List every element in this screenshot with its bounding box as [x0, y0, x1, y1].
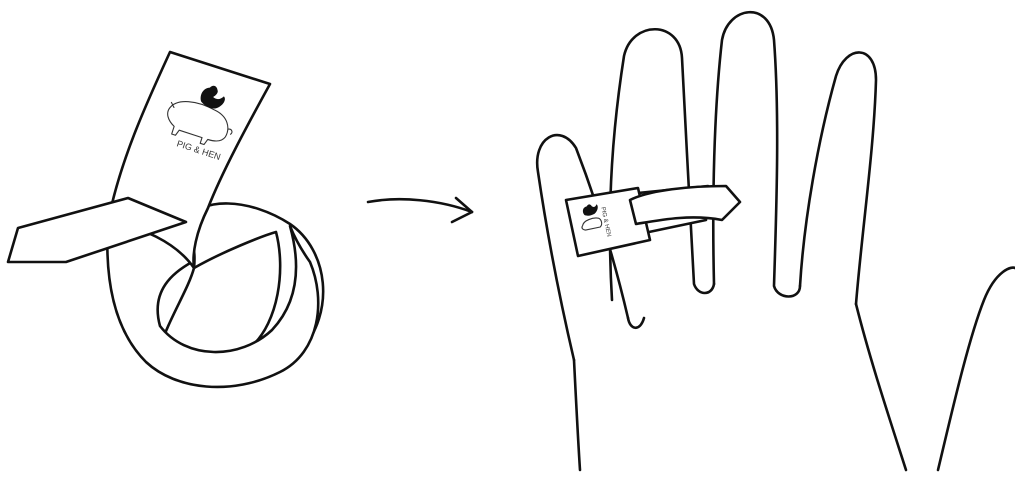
step-2-hand: PIG & HEN — [535, 10, 1015, 472]
rooster-icon — [200, 85, 225, 111]
step-1-band-loop: PIG & HEN — [6, 50, 325, 389]
finger-band-arrow-tab — [628, 184, 742, 226]
pig-icon — [581, 217, 603, 231]
finger-band: PIG & HEN — [564, 184, 742, 258]
palm-thumb-outline — [854, 266, 1015, 472]
finger-band-tag — [564, 186, 652, 258]
band-arrow-tab — [6, 196, 188, 264]
pinky-finger — [798, 51, 878, 306]
arrow-right-icon — [366, 196, 474, 224]
rooster-icon — [582, 204, 598, 216]
ring-finger — [711, 10, 802, 298]
middle-finger — [608, 27, 716, 302]
finger-gap-line — [626, 316, 646, 330]
loop-front-strip — [106, 216, 320, 389]
palm-left-outline — [572, 358, 582, 472]
